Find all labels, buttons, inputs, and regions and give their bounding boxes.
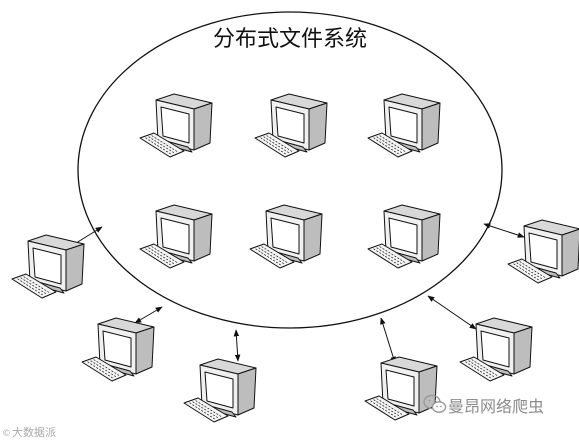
svg-text:©: © — [2, 429, 11, 439]
keyboard-keys — [516, 262, 543, 280]
monitor-screen — [480, 330, 510, 368]
keyboard-keys — [465, 361, 492, 379]
watermark-left-text: 大数据派 — [12, 425, 56, 439]
monitor-screen — [385, 369, 415, 407]
connectors — [67, 223, 525, 364]
wechat-icon — [423, 394, 447, 413]
keyboard-keys — [151, 246, 178, 264]
keyboard-keys — [468, 360, 495, 378]
watermark-left: © 大数据派 — [2, 425, 56, 439]
keyboard-keys — [87, 361, 114, 379]
server-node-4 — [139, 204, 213, 269]
keyboard-keys — [373, 137, 400, 155]
monitor-screen — [204, 371, 234, 409]
keyboard-keys — [17, 278, 44, 296]
watermark-right: 曼昂网络爬虫 — [423, 394, 544, 416]
server-node-2 — [254, 93, 328, 158]
keyboard-keys — [379, 246, 406, 264]
monitor-screen — [102, 330, 132, 368]
keyboard-keys — [376, 247, 403, 265]
keyboard-keys — [192, 401, 219, 419]
monitor-side — [421, 102, 441, 151]
keyboard-keys — [261, 246, 288, 264]
keyboard-keys — [145, 248, 172, 266]
keyboard-keys — [373, 399, 400, 417]
connection-arrow-5 — [427, 295, 477, 330]
client-bottom-left-node — [81, 317, 155, 382]
keyboard-keys — [151, 135, 178, 153]
keyboard-keys — [258, 247, 285, 265]
connection-arrow-3 — [233, 329, 241, 362]
monitor-screen — [270, 217, 300, 255]
keyboard-keys — [373, 248, 400, 266]
keyboard-keys — [513, 263, 540, 281]
monitor-side — [308, 102, 328, 151]
monitor-side — [237, 367, 257, 416]
client-right-node — [507, 219, 579, 284]
computer-nodes — [11, 93, 579, 423]
client-left-node — [11, 234, 85, 299]
keyboard-keys — [93, 359, 120, 377]
connection-arrow-4 — [380, 317, 396, 364]
monitor-side — [303, 213, 323, 262]
client-bottom-right-node — [364, 356, 438, 421]
server-node-1 — [139, 93, 213, 158]
keyboard-keys — [20, 277, 47, 295]
client-lower-right-node — [459, 317, 533, 382]
keyboard-keys — [519, 261, 546, 279]
keyboard-keys — [376, 398, 403, 416]
keyboard-keys — [148, 136, 175, 154]
monitor-screen — [388, 217, 418, 255]
keyboard-keys — [260, 137, 287, 155]
keyboard-keys — [23, 276, 50, 294]
monitor-side — [193, 213, 213, 262]
keyboard-keys — [90, 360, 117, 378]
monitor-side — [193, 102, 213, 151]
file-system-boundary — [77, 11, 503, 329]
keyboard-keys — [370, 400, 397, 418]
monitor-screen — [528, 232, 558, 270]
keyboard-keys — [148, 247, 175, 265]
monitor-side — [513, 326, 533, 375]
monitor-screen — [160, 106, 190, 144]
keyboard-keys — [195, 400, 222, 418]
monitor-side — [421, 213, 441, 262]
server-node-6 — [367, 204, 441, 269]
keyboard-keys — [255, 248, 282, 266]
monitor-screen — [32, 247, 62, 285]
connection-arrow-2 — [134, 306, 163, 324]
server-node-5 — [249, 204, 323, 269]
keyboard-keys — [376, 136, 403, 154]
monitor-screen — [275, 106, 305, 144]
keyboard-keys — [266, 135, 293, 153]
server-node-3 — [367, 93, 441, 158]
keyboard-keys — [379, 135, 406, 153]
monitor-side — [135, 326, 155, 375]
keyboard-keys — [263, 136, 290, 154]
connection-arrow-6 — [483, 223, 525, 238]
monitor-side — [561, 228, 579, 277]
monitor-side — [65, 243, 85, 292]
keyboard-keys — [189, 402, 216, 420]
watermark-right-text: 曼昂网络爬虫 — [448, 397, 544, 416]
client-bottom-middle-node — [183, 358, 257, 423]
monitor-screen — [388, 106, 418, 144]
keyboard-keys — [145, 137, 172, 155]
monitor-screen — [160, 217, 190, 255]
diagram-title: 分布式文件系统 — [213, 27, 367, 52]
keyboard-keys — [471, 359, 498, 377]
